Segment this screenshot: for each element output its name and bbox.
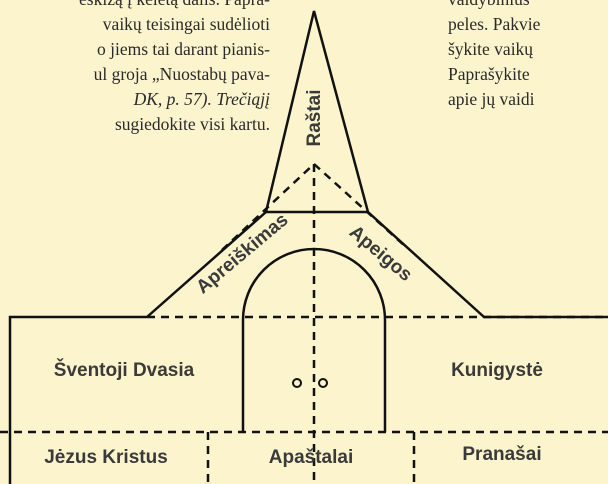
text-line: Paprašykite xyxy=(448,64,530,84)
text-line: šykite vaikų xyxy=(448,39,534,59)
instruction-text-right: vaidybinius peles. Pakvie šykite vaikų P… xyxy=(448,0,608,112)
left-roof-label: Apreiškimas xyxy=(192,209,292,298)
text-line: vaikų teisingai sudėlioti xyxy=(102,14,270,34)
text-line: eskizą į keletą dalis. Papra- xyxy=(0,0,270,12)
text-line: sugiedokite visi kartu. xyxy=(114,114,270,134)
text-line-italic: DK, p. 57). Trečiąjį xyxy=(133,89,270,109)
roof-left-edge xyxy=(146,211,267,318)
right-roof-label: Apeigos xyxy=(345,222,416,286)
right-wall-label: Kunigystė xyxy=(451,360,543,381)
text-line: apie jų vaidi xyxy=(448,89,535,109)
door-knob xyxy=(318,378,328,388)
foundation-label: Pranašai xyxy=(462,444,541,465)
text-line: peles. Pakvie xyxy=(448,14,541,34)
text-line: DK, p. 57). Trečiąjį xyxy=(0,87,270,112)
text-line: o jiems tai darant pianis- xyxy=(96,39,270,59)
text-line: ul groja „Nuostabų pava- xyxy=(93,64,270,84)
foundation-label: Apaštalai xyxy=(269,447,353,468)
cut-line xyxy=(313,163,407,248)
cut-line xyxy=(221,163,315,251)
spire-label: Raštai xyxy=(304,89,325,146)
left-wall-label: Šventoji Dvasia xyxy=(54,359,195,381)
foundation-label: Jėzus Kristus xyxy=(44,447,168,468)
instruction-text-left: eskizą į keletą dalis. Papra- vaikų teis… xyxy=(0,0,270,137)
text-line: vaidybinius xyxy=(448,0,608,12)
spire-outline xyxy=(264,10,370,214)
building-wall-left xyxy=(8,315,147,484)
door-knob xyxy=(292,378,302,388)
door-arch xyxy=(241,247,387,432)
